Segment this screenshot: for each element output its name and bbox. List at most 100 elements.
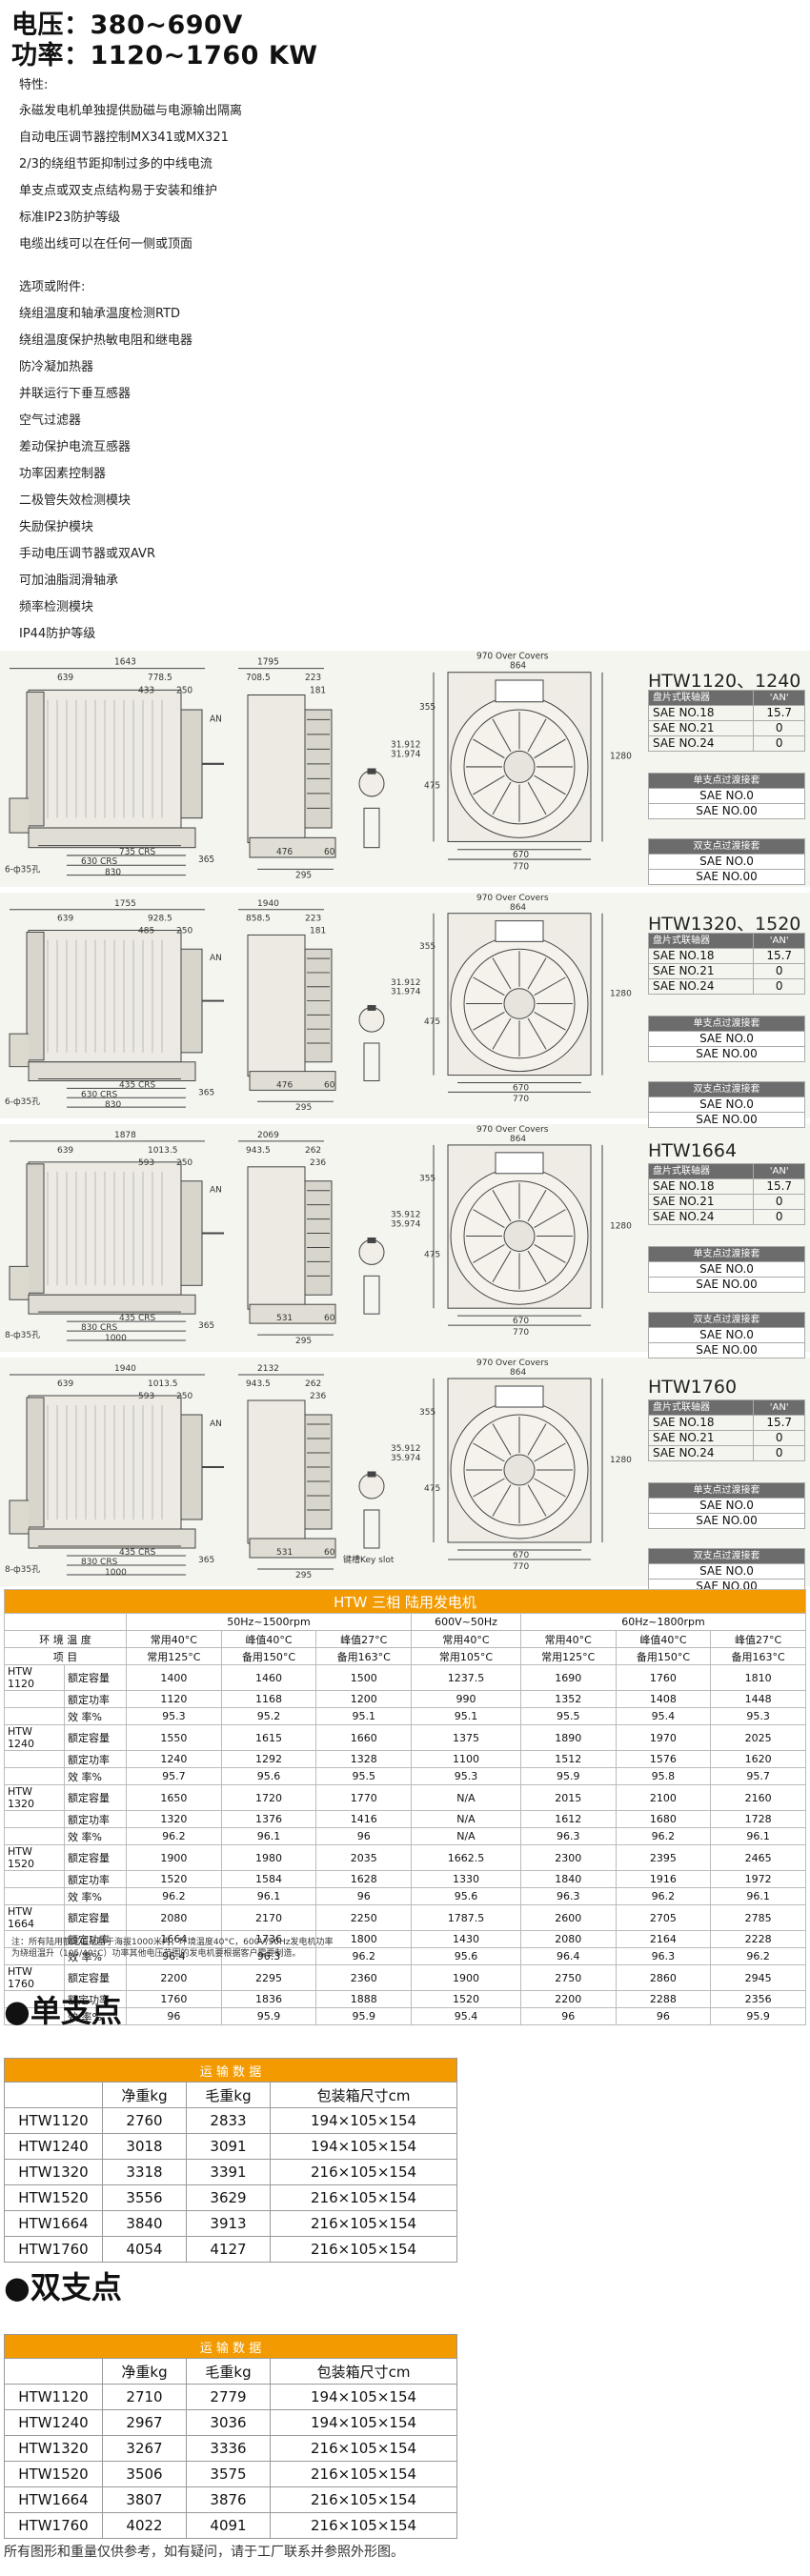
row-label: 额定功率 [64, 1930, 127, 1948]
dim-label: 830 CRS [81, 1323, 118, 1333]
dim-label: 943.5 [246, 1146, 271, 1156]
single-adapter-item: SAE NO.00 [648, 1277, 805, 1293]
column-header: 净重kg [101, 2358, 188, 2385]
rating-value: 1890 [519, 1724, 617, 1751]
shipping-cell: HTW1320 [4, 2159, 103, 2185]
rating-value: 95.9 [710, 2007, 806, 2025]
dim-label: 365 [198, 1321, 214, 1331]
dim-label: 475 [424, 1250, 440, 1259]
shipping-cell: 194×105×154 [270, 2409, 457, 2436]
rating-value: 1100 [411, 1750, 521, 1768]
dim-label: AN [210, 1419, 222, 1429]
option-item: 空气过滤器 [19, 413, 82, 428]
temp-rise: 常用105°C [411, 1647, 521, 1665]
rating-value: 1520 [126, 1870, 222, 1888]
row-label: 额定容量 [64, 1664, 127, 1691]
shipping-cell: 3091 [186, 2133, 272, 2160]
generator-drawing: 1755 639 928.5 485 250 AN 435 CRS 630 CR… [5, 894, 632, 1113]
option-item: 防冷凝加热器 [19, 360, 94, 374]
shipping-title: 运 输 数 据 [4, 2058, 457, 2083]
temp-rise: 备用163°C [710, 1647, 806, 1665]
column-header: 毛重kg [186, 2358, 272, 2385]
shipping-cell: HTW1240 [4, 2409, 103, 2436]
rating-value: 1460 [220, 1664, 317, 1691]
dim-label: 864 [510, 903, 526, 913]
rating-value: 95.5 [519, 1707, 617, 1725]
rating-value: 95.6 [411, 1887, 521, 1905]
rating-value: 96.2 [126, 1887, 222, 1905]
shipping-cell: 3318 [101, 2159, 188, 2185]
shipping-cell: 194×105×154 [270, 2133, 457, 2160]
dim-label: 1013.5 [148, 1379, 178, 1389]
sae-name: SAE NO.18 [647, 948, 755, 964]
row-label: 额定功率 [64, 1750, 127, 1768]
generator-drawing: 1940 639 1013.5 593 250 AN 435 CRS 830 C… [5, 1358, 632, 1580]
dim-label: 355 [419, 1408, 435, 1418]
rating-value: 2600 [519, 1904, 617, 1931]
rating-value: 95.4 [615, 1707, 712, 1725]
dim-label: 1755 [114, 899, 136, 909]
rating-value: 96.1 [220, 1887, 317, 1905]
sae-name: SAE NO.21 [647, 963, 755, 979]
single-adapter-item: SAE NO.00 [648, 1513, 805, 1529]
shipping-cell: HTW1760 [4, 2236, 103, 2263]
double-adapter-header: 双支点过渡接套 [648, 1081, 805, 1097]
shipping-cell: 2710 [101, 2384, 188, 2410]
feature-item: 永磁发电机单独提供励磁与电源输出隔离 [19, 104, 243, 118]
rating-value: 1650 [126, 1784, 222, 1811]
dim-label: 35.912 [391, 1444, 421, 1454]
shipping-cell: 216×105×154 [270, 2461, 457, 2487]
temp-rise: 常用125°C [126, 1647, 222, 1665]
sae-name: SAE NO.18 [647, 1178, 755, 1195]
shipping-title: 运 输 数 据 [4, 2334, 457, 2359]
dim-label: 60 [324, 848, 335, 857]
rating-value: 1720 [220, 1784, 317, 1811]
row-label: 额定功率 [64, 1990, 127, 2008]
an-value: 15.7 [753, 948, 805, 964]
shipping-cell: 4054 [101, 2236, 188, 2263]
dim-label: 770 [513, 1562, 529, 1572]
rating-value: 96.3 [519, 1887, 617, 1905]
rating-value: 1376 [220, 1810, 317, 1828]
rating-value: 2200 [126, 1964, 222, 1991]
model-name: HTW 1120 [4, 1664, 65, 1691]
shipping-cell: HTW1240 [4, 2133, 103, 2160]
sae-name: SAE NO.24 [647, 1445, 755, 1461]
dim-label: 1280 [610, 753, 632, 762]
an-value: 0 [753, 963, 805, 979]
dim-label: 670 [513, 851, 529, 860]
dim-label: 639 [57, 915, 73, 924]
double-adapter-header: 双支点过渡接套 [648, 1312, 805, 1328]
voltage-heading: 电压：380~690V [11, 10, 243, 40]
double-adapter-header: 双支点过渡接套 [648, 838, 805, 855]
temp-rise: 备用163°C [315, 1647, 413, 1665]
dim-label: 475 [424, 1017, 440, 1027]
rating-value: 95.8 [615, 1767, 712, 1785]
rating-value: 1292 [220, 1750, 317, 1768]
model-name: HTW 1664 [4, 1904, 65, 1931]
row-label: 效 率% [64, 1827, 127, 1845]
rating-value: N/A [411, 1827, 521, 1845]
rating-value: 2228 [710, 1930, 806, 1948]
dim-label: 670 [513, 1551, 529, 1560]
dim-label: 1000 [105, 1334, 127, 1343]
feature-item: 自动电压调节器控制MX341或MX321 [19, 131, 229, 145]
option-item: 失励保护模块 [19, 520, 94, 534]
dim-label: 365 [198, 1088, 214, 1097]
rating-value: 1520 [411, 1990, 521, 2008]
rating-value: 1690 [519, 1664, 617, 1691]
feature-item: 单支点或双支点结构易于安装和维护 [19, 184, 218, 198]
dim-label: 670 [513, 1083, 529, 1093]
ratings-title: HTW 三相 陆用发电机 [4, 1589, 806, 1614]
dim-label: 8-ф35孔 [5, 1564, 40, 1575]
